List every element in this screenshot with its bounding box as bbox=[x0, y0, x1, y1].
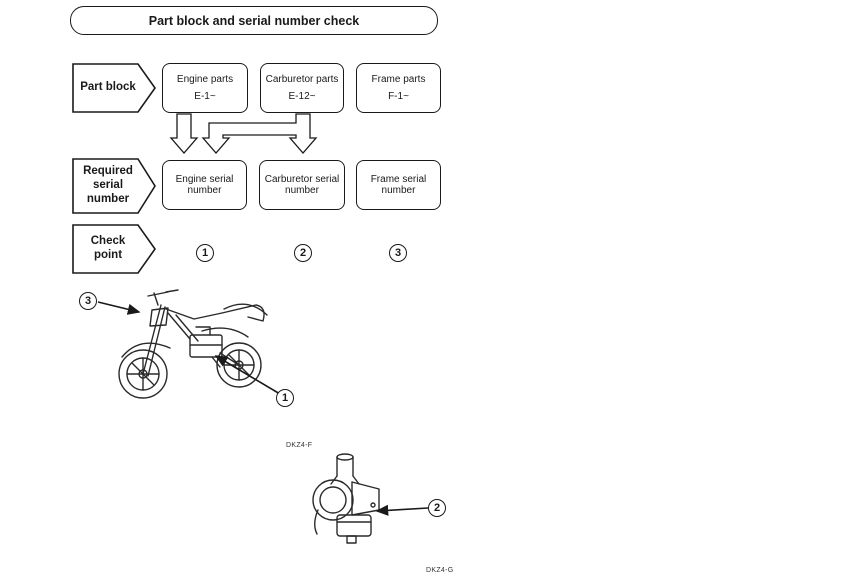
carb-body bbox=[351, 481, 380, 516]
check-point-2-number: 2 bbox=[299, 246, 307, 259]
frame-parts-box: Frame parts F-1~ bbox=[356, 63, 441, 113]
carburetor-illustration bbox=[312, 453, 380, 544]
carburetor-serial-box: Carburetor serial number bbox=[259, 160, 345, 210]
front-fork bbox=[142, 304, 162, 375]
front-fender bbox=[121, 342, 171, 358]
pointer-tab-shape bbox=[72, 63, 156, 113]
check-point-2: 2 bbox=[294, 244, 312, 262]
part-block-label: Part block bbox=[80, 81, 136, 94]
carburetor-parts-name: Carburetor parts bbox=[265, 73, 339, 85]
down-arrow-icon bbox=[169, 113, 199, 154]
exhaust bbox=[201, 327, 249, 338]
engine-parts-name: Engine parts bbox=[176, 73, 234, 85]
hose bbox=[314, 509, 319, 535]
engine-parts-box: Engine parts E-1~ bbox=[162, 63, 248, 113]
check-point-3: 3 bbox=[389, 244, 407, 262]
callout-frame-serial: 3 bbox=[79, 292, 97, 310]
carburetor-parts-box: Carburetor parts E-12~ bbox=[260, 63, 344, 113]
diagram-title: Part block and serial number check bbox=[148, 13, 360, 28]
carburetor-serial-text: Carburetor serial number bbox=[264, 173, 340, 197]
frame-seat-line bbox=[165, 304, 265, 322]
frame-parts-name: Frame parts bbox=[371, 73, 426, 85]
check-point-label: Check point bbox=[90, 235, 126, 261]
intake-bell bbox=[312, 479, 354, 521]
pointer-tab-shape bbox=[72, 158, 156, 214]
carburetor-parts-code: E-12~ bbox=[288, 90, 316, 102]
callout-carburetor-serial-number: 2 bbox=[433, 501, 441, 514]
frame-serial-box: Frame serial number bbox=[356, 160, 441, 210]
carburetor-figure-code: DKZ4-F bbox=[286, 442, 313, 449]
engine-block bbox=[189, 334, 223, 358]
frame-parts-code: F-1~ bbox=[388, 90, 409, 102]
callout-frame-serial-number: 3 bbox=[84, 294, 92, 307]
rear-fender bbox=[223, 303, 268, 316]
check-point-label-tab: Check point bbox=[72, 224, 156, 274]
diagram-title-box: Part block and serial number check bbox=[70, 6, 438, 35]
required-serial-label-tab: Required serial number bbox=[72, 158, 156, 214]
pointer-tab-shape bbox=[72, 224, 156, 274]
number-plate bbox=[149, 307, 169, 327]
check-point-1: 1 bbox=[196, 244, 214, 262]
required-serial-label: Required serial number bbox=[83, 165, 133, 205]
page-figure-code: DKZ4-G bbox=[426, 567, 454, 574]
callout-carburetor-serial: 2 bbox=[428, 499, 446, 517]
front-wheel bbox=[118, 349, 168, 399]
part-block-label-tab: Part block bbox=[72, 63, 156, 113]
callout-engine-serial-number: 1 bbox=[281, 391, 289, 404]
flow-arrows bbox=[169, 113, 318, 154]
engine-serial-text: Engine serial number bbox=[175, 173, 234, 197]
handlebar bbox=[147, 289, 179, 306]
frame-serial-text: Frame serial number bbox=[370, 173, 427, 197]
engine-serial-box: Engine serial number bbox=[162, 160, 247, 210]
throttle-cap bbox=[336, 453, 354, 461]
split-down-arrow-icon bbox=[201, 113, 318, 154]
check-point-3-number: 3 bbox=[394, 246, 402, 259]
engine-parts-code: E-1~ bbox=[194, 90, 216, 102]
callout-engine-serial: 1 bbox=[276, 389, 294, 407]
check-point-1-number: 1 bbox=[201, 246, 209, 259]
motorcycle-illustration bbox=[118, 289, 268, 399]
